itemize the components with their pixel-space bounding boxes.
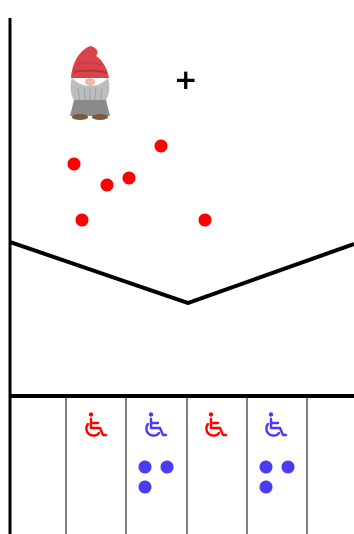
red-dot[interactable] <box>68 158 81 171</box>
red-dot[interactable] <box>155 140 168 153</box>
wheelchair-icon[interactable] <box>142 411 170 441</box>
bin-dots-group <box>139 461 295 494</box>
blue-dot[interactable] <box>139 461 152 474</box>
goal-marker: + <box>174 66 197 94</box>
loose-dots-group <box>68 140 212 227</box>
gnome-icon[interactable] <box>62 44 118 120</box>
blue-dot[interactable] <box>161 461 174 474</box>
wheelchair-icon[interactable] <box>262 411 290 441</box>
blue-dot[interactable] <box>139 481 152 494</box>
blue-dot[interactable] <box>260 481 273 494</box>
wheelchair-icon[interactable] <box>82 411 110 441</box>
blue-dot[interactable] <box>282 461 295 474</box>
blue-dot[interactable] <box>260 461 273 474</box>
red-dot[interactable] <box>76 214 89 227</box>
red-dot[interactable] <box>123 172 136 185</box>
red-dot[interactable] <box>199 214 212 227</box>
red-dot[interactable] <box>101 179 114 192</box>
funnel-ramp <box>10 242 354 303</box>
wheelchair-icon[interactable] <box>202 411 230 441</box>
